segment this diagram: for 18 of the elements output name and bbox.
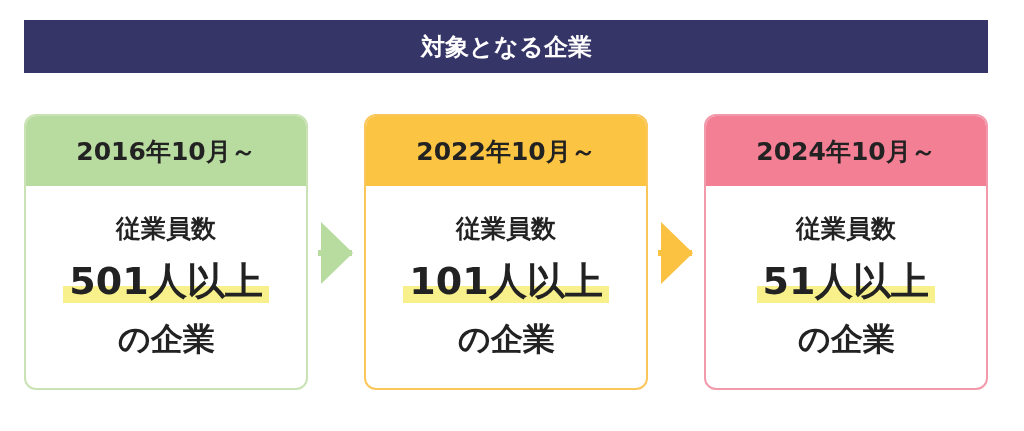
chevron-arrow (658, 222, 693, 284)
step-card (704, 114, 988, 390)
employee-count: 101人以上 (403, 259, 609, 303)
body-text: 従業員数 (794, 213, 897, 245)
body-text: 従業員数 (454, 213, 557, 245)
body-text: 従業員数 (114, 213, 217, 245)
employee-count: 51人以上 (756, 259, 936, 303)
body-text: の企業 (796, 319, 896, 360)
date-header: 2016年10月～ (26, 116, 306, 186)
date-header: 2024年10月～ (706, 116, 986, 186)
body-text: の企業 (456, 319, 556, 360)
title-banner: 対象となる企業 (24, 20, 988, 73)
employee-count: 501人以上 (63, 259, 269, 303)
step-card (364, 114, 648, 390)
chevron-arrow (318, 222, 353, 284)
body-text: の企業 (116, 319, 216, 360)
step-card (24, 114, 308, 390)
date-header: 2022年10月～ (366, 116, 646, 186)
